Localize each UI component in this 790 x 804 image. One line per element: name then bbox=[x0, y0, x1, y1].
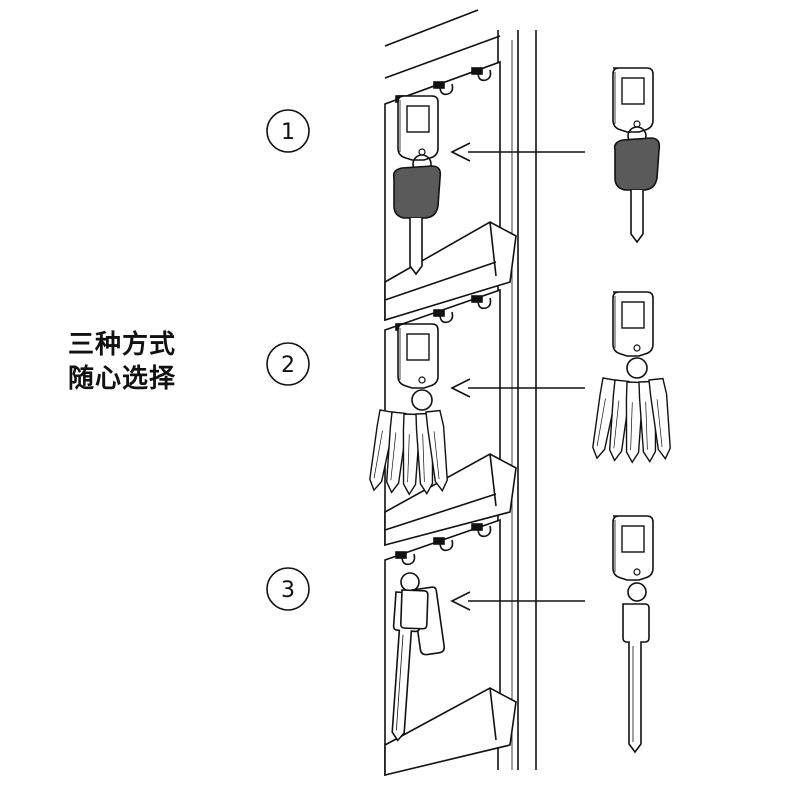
step-2-badge: 2 bbox=[267, 343, 309, 385]
loose-flat-key bbox=[613, 516, 653, 752]
loose-key-bundle bbox=[589, 292, 673, 463]
step-1-badge: 1 bbox=[267, 110, 309, 152]
step-number: 3 bbox=[281, 578, 295, 603]
step-number: 2 bbox=[281, 353, 295, 378]
step-number: 1 bbox=[281, 120, 295, 145]
step-3-badge: 3 bbox=[267, 568, 309, 610]
loose-key-rubber bbox=[613, 68, 659, 242]
